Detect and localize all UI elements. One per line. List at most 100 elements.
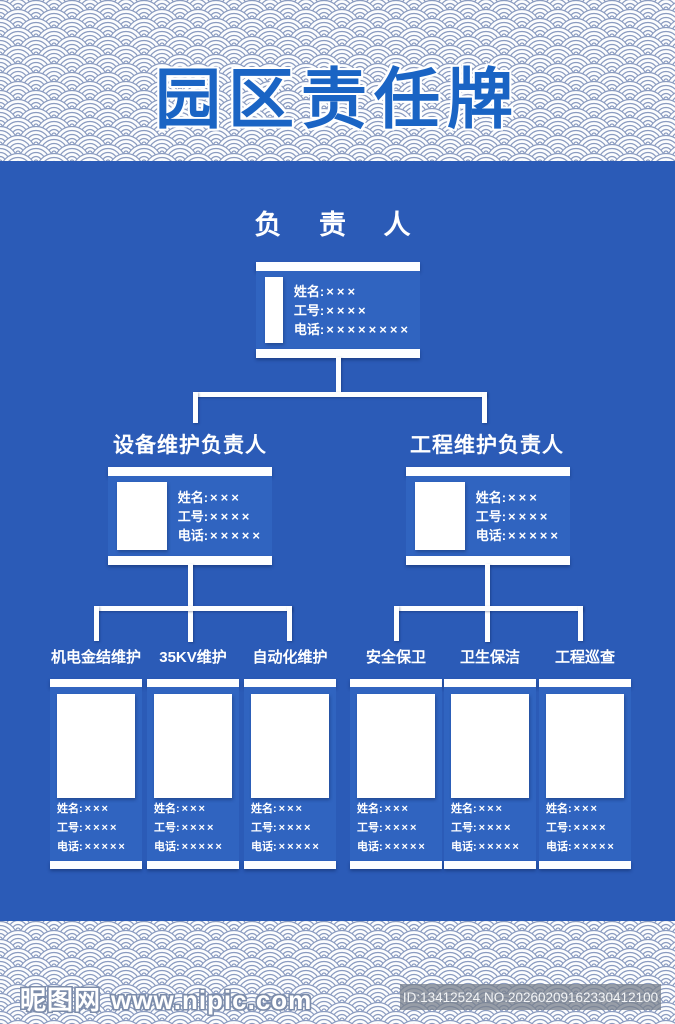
name-row: 姓名:××× bbox=[57, 804, 135, 815]
connector-line bbox=[94, 606, 99, 641]
connector-line bbox=[485, 564, 490, 642]
phone-value: ××××× bbox=[573, 841, 616, 853]
level3-label-electromechanical: 机电金结维护 bbox=[50, 649, 141, 666]
card-bottom-bar bbox=[147, 861, 239, 869]
site-watermark: 昵图网 www.nipic.com bbox=[20, 980, 312, 1017]
id-value: ×××× bbox=[278, 822, 313, 834]
connector-line bbox=[94, 606, 292, 611]
photo-placeholder bbox=[415, 482, 465, 550]
connector-line bbox=[336, 357, 341, 394]
name-label: 姓名: bbox=[475, 489, 507, 505]
phone-label: 电话: bbox=[293, 321, 325, 337]
id-value: ×××× bbox=[573, 822, 608, 834]
name-value: ××× bbox=[384, 803, 410, 815]
equipment-manager-card: 姓名:××× 工号:×××× 电话:××××× bbox=[108, 467, 272, 565]
photo-placeholder bbox=[57, 694, 135, 798]
id-row: 工号:×××× bbox=[57, 823, 135, 834]
level2-heading-engineering: 工程维护负责人 bbox=[410, 434, 564, 457]
card-bottom-bar bbox=[539, 861, 631, 869]
phone-row: 电话:××××× bbox=[57, 842, 135, 853]
page-title: 园区责任牌 bbox=[155, 62, 520, 136]
site-name: 昵图网 bbox=[20, 985, 102, 1015]
card-top-bar bbox=[539, 679, 631, 687]
card-body: 姓名:××× 工号:×××× 电话:××××× bbox=[50, 687, 142, 861]
photo-placeholder bbox=[251, 694, 329, 798]
id-value: ×××× bbox=[326, 302, 369, 318]
id-label: 工号: bbox=[57, 822, 83, 834]
phone-value: ××××× bbox=[384, 841, 427, 853]
name-value: ××× bbox=[84, 803, 110, 815]
name-row: 姓名:××× bbox=[178, 491, 263, 504]
card-top-bar bbox=[350, 679, 442, 687]
level3-label-automation: 自动化维护 bbox=[252, 649, 328, 666]
id-label: 工号: bbox=[177, 508, 209, 524]
connector-line bbox=[193, 392, 487, 397]
level2-heading-equipment: 设备维护负责人 bbox=[113, 434, 267, 457]
id-label: 工号: bbox=[154, 822, 180, 834]
id-label: 工号: bbox=[546, 822, 572, 834]
phone-label: 电话: bbox=[57, 841, 83, 853]
phone-row: 电话:××××× bbox=[154, 842, 232, 853]
sanitation-card: 姓名:××× 工号:×××× 电话:××××× bbox=[444, 679, 536, 869]
kv35-card: 姓名:××× 工号:×××× 电话:××××× bbox=[147, 679, 239, 869]
id-row: 工号:×××× bbox=[451, 823, 529, 834]
root-person-card: 姓名:××× 工号:×××× 电话:×××××××× bbox=[256, 262, 420, 358]
id-value: ×××× bbox=[84, 822, 119, 834]
id-value: ×××× bbox=[210, 508, 253, 524]
photo-placeholder bbox=[117, 482, 167, 550]
name-row: 姓名:××× bbox=[546, 804, 624, 815]
phone-row: 电话:××××× bbox=[451, 842, 529, 853]
id-row: 工号:×××× bbox=[294, 304, 411, 317]
card-body: 姓名:××× 工号:×××× 电话:××××× bbox=[244, 687, 336, 861]
card-bottom-bar bbox=[444, 861, 536, 869]
name-row: 姓名:××× bbox=[294, 285, 411, 298]
connector-line bbox=[578, 606, 583, 641]
connector-line bbox=[482, 392, 487, 423]
id-row: 工号:×××× bbox=[154, 823, 232, 834]
photo-placeholder bbox=[265, 277, 283, 343]
phone-row: 电话:×××××××× bbox=[294, 323, 411, 336]
phone-label: 电话: bbox=[154, 841, 180, 853]
id-label: 工号: bbox=[475, 508, 507, 524]
image-id-watermark: ID:13412524 NO.20260209162330412100 bbox=[400, 984, 661, 1010]
name-value: ××× bbox=[326, 283, 359, 299]
security-card: 姓名:××× 工号:×××× 电话:××××× bbox=[350, 679, 442, 869]
connector-line bbox=[394, 606, 399, 641]
automation-card: 姓名:××× 工号:×××× 电话:××××× bbox=[244, 679, 336, 869]
phone-value: ××××× bbox=[84, 841, 127, 853]
phone-label: 电话: bbox=[451, 841, 477, 853]
card-bottom-bar bbox=[244, 861, 336, 869]
name-value: ××× bbox=[278, 803, 304, 815]
card-body: 姓名:××× 工号:×××× 电话:××××× bbox=[147, 687, 239, 861]
phone-row: 电话:××××× bbox=[546, 842, 624, 853]
phone-label: 电话: bbox=[251, 841, 277, 853]
id-row: 工号:×××× bbox=[476, 510, 561, 523]
id-row: 工号:×××× bbox=[178, 510, 263, 523]
id-label: 工号: bbox=[451, 822, 477, 834]
level3-label-inspection: 工程巡查 bbox=[554, 649, 615, 666]
connector-line bbox=[394, 606, 583, 611]
level3-label-security: 安全保卫 bbox=[365, 649, 426, 666]
phone-label: 电话: bbox=[177, 527, 209, 543]
card-top-bar bbox=[147, 679, 239, 687]
phone-value: ××××× bbox=[508, 527, 561, 543]
root-heading: 负 责 人 bbox=[254, 210, 421, 240]
name-label: 姓名: bbox=[154, 803, 180, 815]
electromechanical-card: 姓名:××× 工号:×××× 电话:××××× bbox=[50, 679, 142, 869]
card-body: 姓名:××× 工号:×××× 电话:××××× bbox=[350, 687, 442, 861]
site-url: www.nipic.com bbox=[111, 985, 313, 1015]
connector-line bbox=[287, 606, 292, 641]
id-label: 工号: bbox=[251, 822, 277, 834]
level3-label-35kv: 35KV维护 bbox=[159, 649, 227, 666]
id-label: 工号: bbox=[357, 822, 383, 834]
phone-row: 电话:××××× bbox=[178, 529, 263, 542]
card-bottom-bar bbox=[50, 861, 142, 869]
name-label: 姓名: bbox=[293, 283, 325, 299]
name-value: ××× bbox=[478, 803, 504, 815]
id-value: ×××× bbox=[384, 822, 419, 834]
card-top-bar bbox=[50, 679, 142, 687]
name-label: 姓名: bbox=[57, 803, 83, 815]
card-bottom-bar bbox=[108, 556, 272, 565]
phone-label: 电话: bbox=[357, 841, 383, 853]
